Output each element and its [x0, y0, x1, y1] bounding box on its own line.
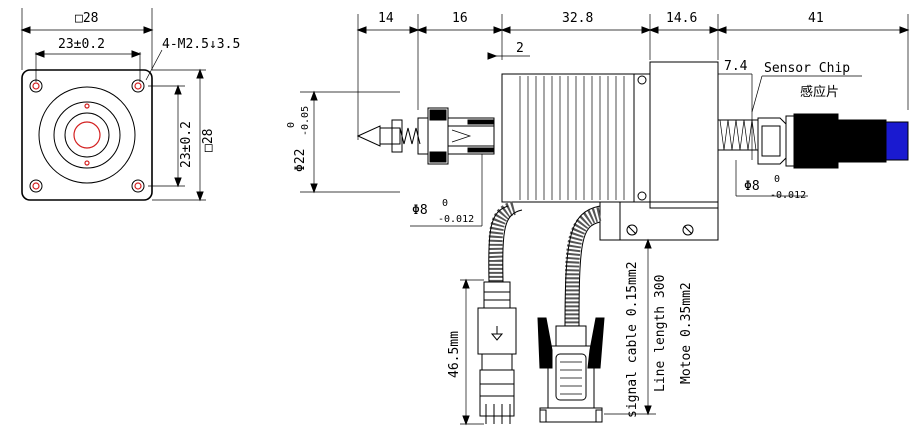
shaft8-front-lower: -0.012 [438, 214, 474, 225]
side-view: 14 16 32.8 14.6 41 2 7.4 Φ22 0 -0.05 [286, 11, 910, 426]
motor-cable [565, 207, 602, 326]
front-mount-holes-label: 4-M2.5↓3.5 [162, 37, 240, 52]
front-hole-spacing-v: 23±0.2 [179, 121, 194, 168]
signal-cable-label: signal cable 0.15mm2 [625, 261, 640, 418]
shaft-dia-22-upper: 0 [286, 122, 297, 128]
front-square-label: □28 [75, 11, 98, 26]
signal-connector [477, 281, 517, 424]
dim-32-8: 32.8 [562, 11, 593, 26]
line-length-label: Line length 300 [653, 275, 668, 392]
dim-14-6: 14.6 [666, 11, 697, 26]
front-side-square-label: □28 [201, 129, 216, 152]
dim-41: 41 [808, 11, 824, 26]
front-view: □28 23±0.2 4-M2.5↓3.5 [20, 8, 240, 202]
shaft8-rear-lower: -0.012 [770, 190, 806, 201]
shaft8-front: Φ8 0 -0.012 [410, 154, 483, 227]
shaft8-rear-symbol: Φ8 [744, 179, 760, 194]
front-hole-spacing-h: 23±0.2 [58, 37, 105, 52]
dim-2: 2 [516, 41, 524, 56]
shaft8-front-symbol: Φ8 [412, 203, 428, 218]
shaft8-rear: Φ8 0 -0.012 [735, 160, 808, 201]
dim-46-5: 46.5mm [447, 331, 462, 378]
sensor-chip-cn: 感应片 [800, 84, 839, 100]
dim-16: 16 [452, 11, 468, 26]
sensor-chip-en: Sensor Chip [764, 61, 850, 76]
shaft8-front-upper: 0 [442, 198, 448, 209]
blue-connector [885, 121, 909, 161]
motor-cable-label: Motoe 0.35mm2 [679, 282, 694, 384]
shaft8-rear-upper: 0 [774, 174, 780, 185]
shaft-dia-22: Φ22 0 -0.05 [286, 106, 311, 172]
dim-14: 14 [378, 11, 394, 26]
shaft-dia-22-lower: -0.05 [300, 106, 311, 136]
db-connector [537, 317, 605, 423]
motor-fins [519, 76, 625, 200]
shaft-dia-22-symbol: Φ22 [293, 149, 308, 172]
dim-7-4: 7.4 [724, 59, 748, 74]
signal-cable [488, 201, 517, 282]
